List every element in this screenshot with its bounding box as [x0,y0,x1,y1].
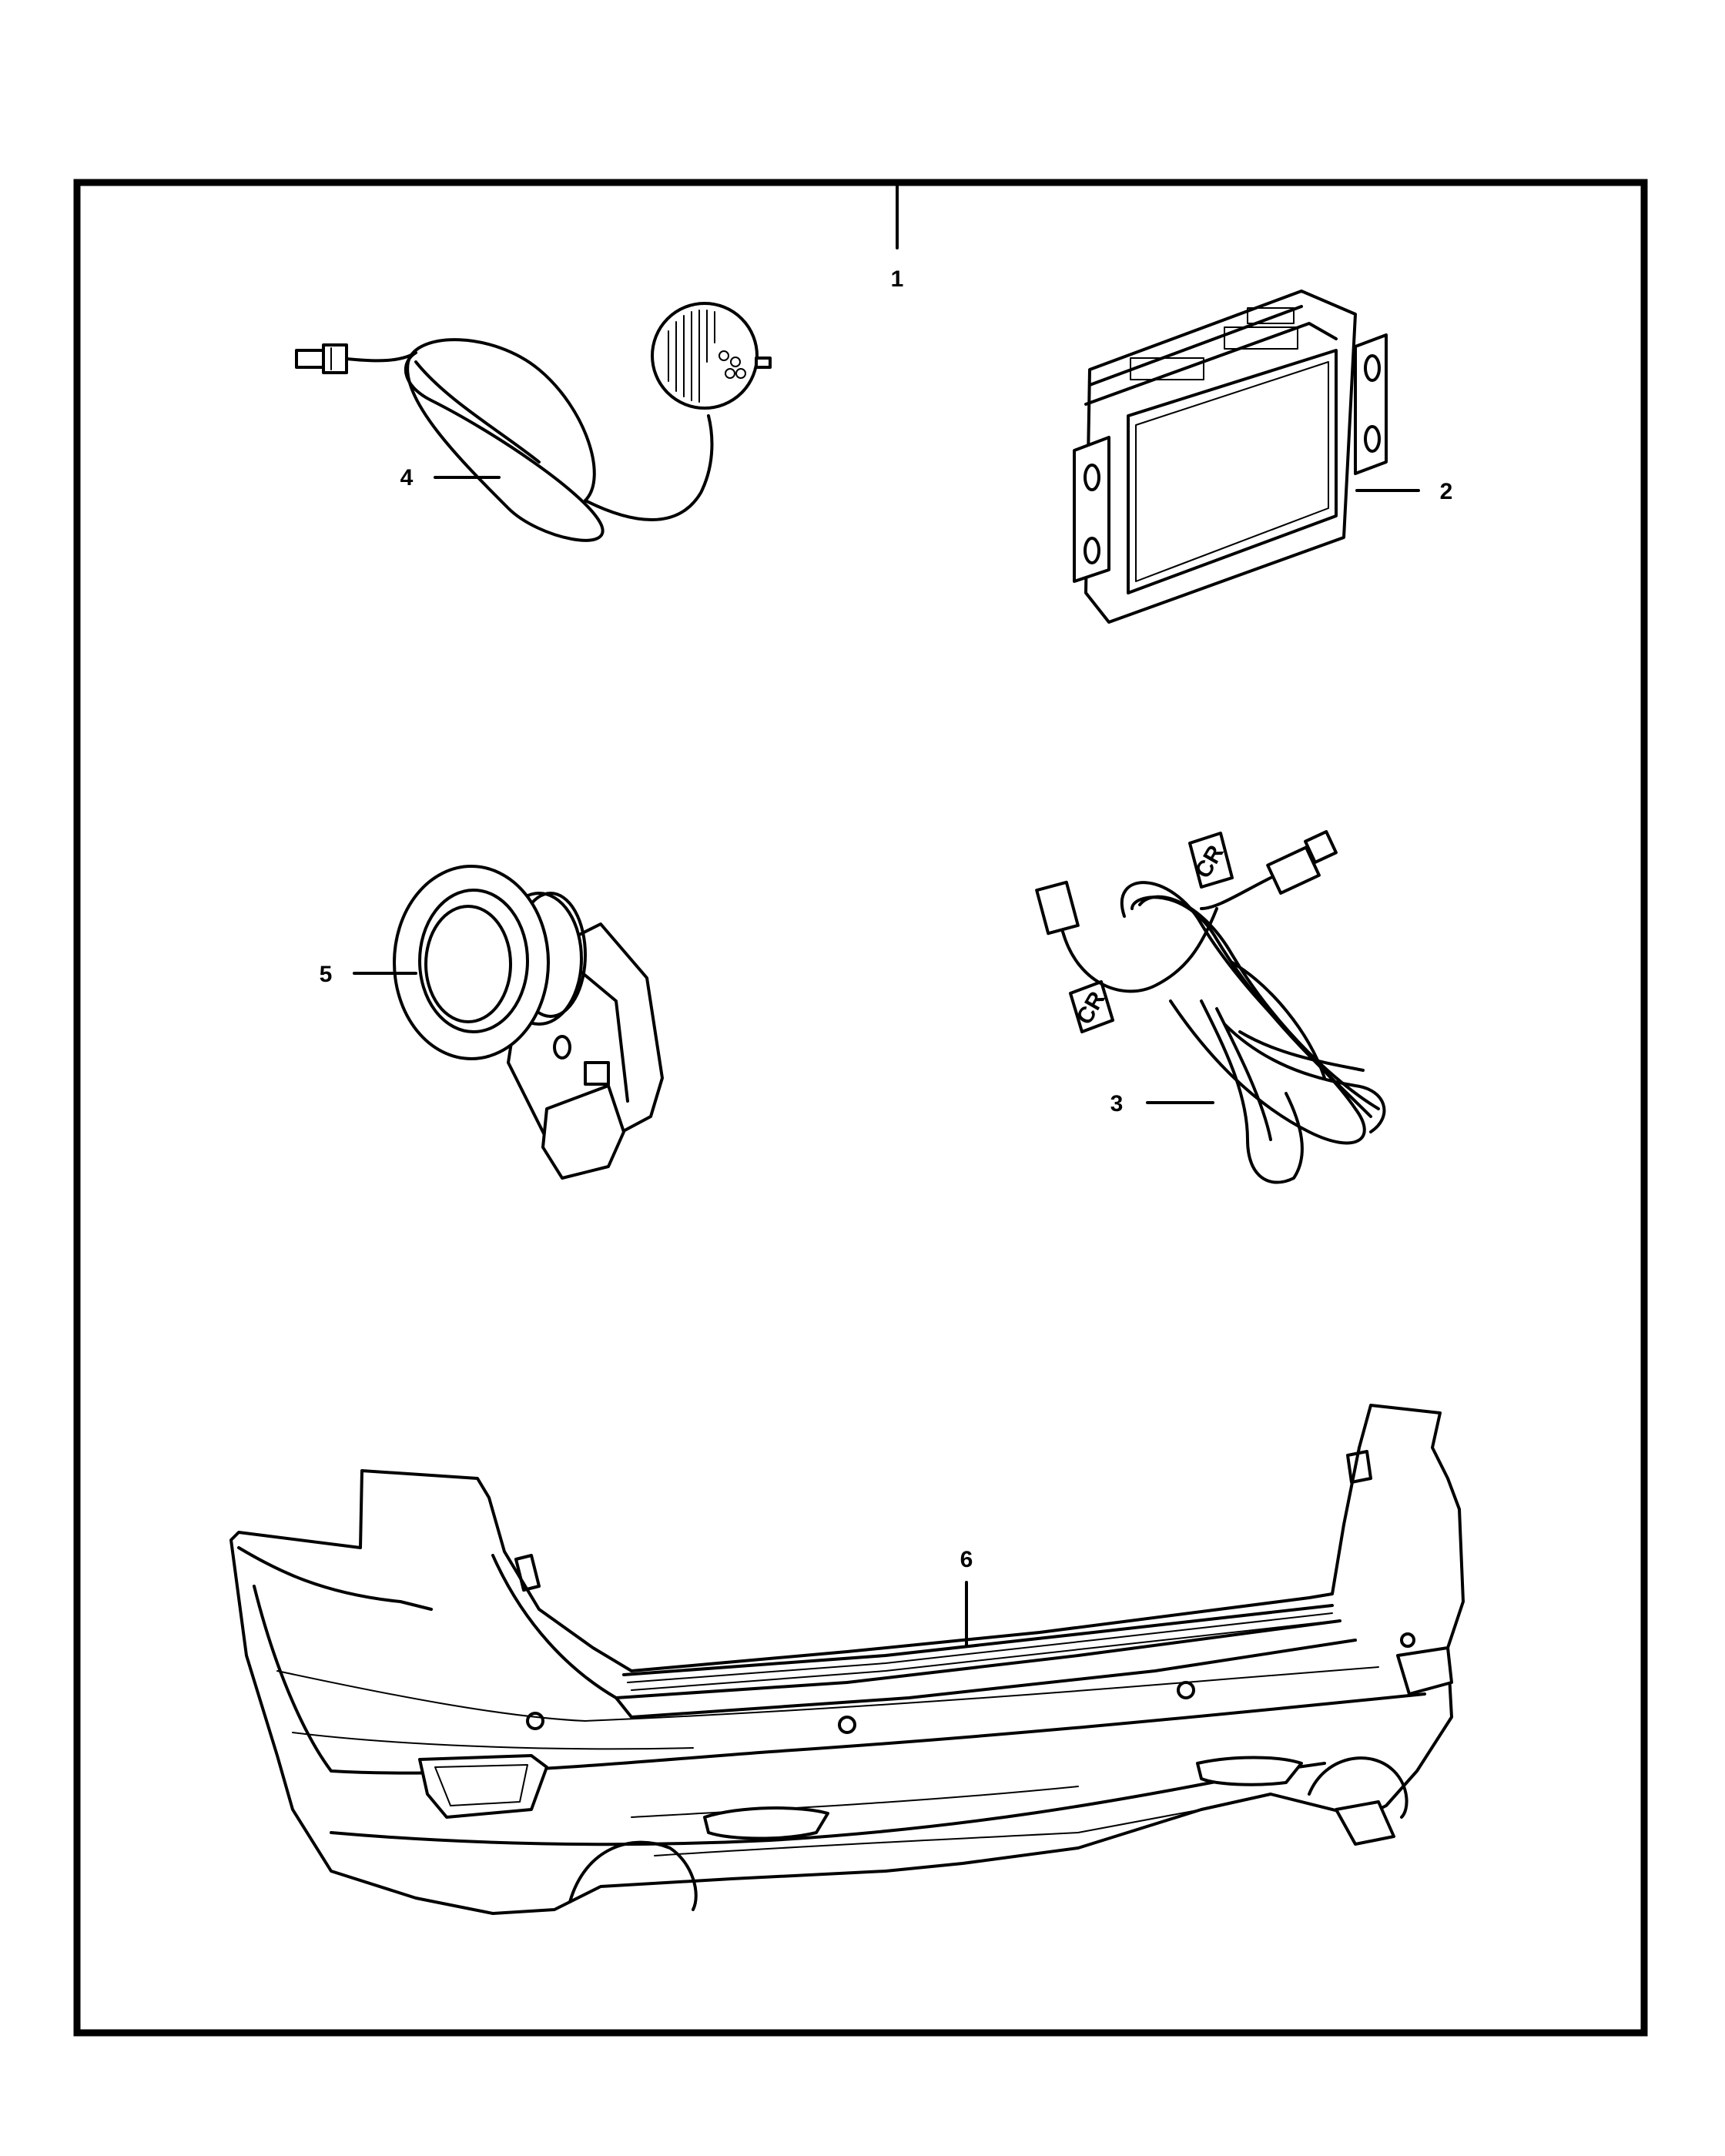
sensor-hole [838,1716,856,1734]
callout-6-label: 6 [960,1547,973,1572]
part-5-parking-sensor: 5 [320,865,664,1180]
part-2-control-module: 2 [1073,290,1453,624]
sensor-hole [1400,1632,1415,1648]
sensor-hole [1177,1681,1195,1699]
part-6-rear-bumper: 6 [229,1404,1465,1915]
callout-3-label: 3 [1110,1091,1124,1116]
part-3-wiring-harness: CR CR 3 [1035,830,1386,1184]
callout-1-label: 1 [891,266,904,292]
callout-4-label: 4 [400,465,414,490]
sensor-grille [668,310,715,403]
callout-5-label: 5 [320,962,333,987]
diagram-frame [73,179,1648,2037]
sensor-hole [526,1712,544,1730]
part-4-sensor-cable: 4 [295,302,772,542]
callout-2-label: 2 [1440,479,1453,504]
callout-1: 1 [891,181,904,292]
